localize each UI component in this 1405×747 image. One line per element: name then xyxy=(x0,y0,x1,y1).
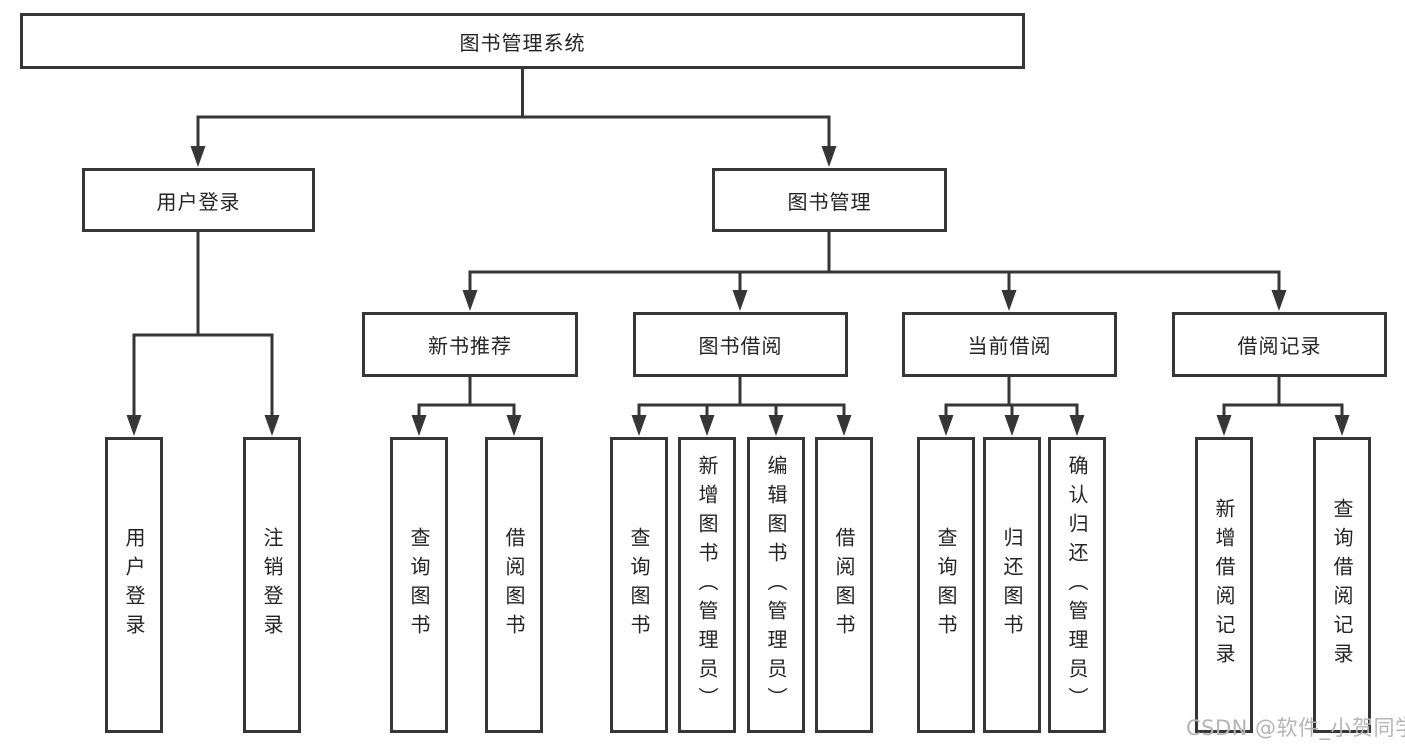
node-book-management: 图书管理 xyxy=(712,168,947,232)
leaf-nb-query-books: 查询图书 xyxy=(390,437,448,733)
node-user-login: 用户登录 xyxy=(82,168,315,232)
node-borrowing-records: 借阅记录 xyxy=(1172,312,1387,377)
leaf-label: 查询图书 xyxy=(407,527,431,643)
connector-paths xyxy=(132,69,1344,420)
arrowhead-icons xyxy=(126,146,1350,436)
leaf-nb-borrow-books: 借阅图书 xyxy=(485,437,543,733)
leaf-label: 借阅图书 xyxy=(502,527,526,643)
leaf-logout: 注销登录 xyxy=(243,437,301,733)
leaf-label: 用户登录 xyxy=(122,527,146,643)
leaf-label: 确认归还（管理员） xyxy=(1065,454,1089,716)
node-root: 图书管理系统 xyxy=(20,13,1025,69)
leaf-br-add-record: 新增借阅记录 xyxy=(1195,437,1253,733)
leaf-user-login: 用户登录 xyxy=(105,437,163,733)
leaf-label: 编辑图书（管理员） xyxy=(764,454,788,716)
leaf-label: 新增图书（管理员） xyxy=(695,454,719,716)
leaf-bb-query-books: 查询图书 xyxy=(610,437,668,733)
leaf-br-query-record: 查询借阅记录 xyxy=(1313,437,1371,733)
node-book-borrowing: 图书借阅 xyxy=(633,312,848,377)
leaf-label: 借阅图书 xyxy=(832,527,856,643)
leaf-label: 新增借阅记录 xyxy=(1212,498,1236,672)
leaf-label: 注销登录 xyxy=(260,527,284,643)
leaf-label: 查询图书 xyxy=(934,527,958,643)
leaf-cb-confirm-return: 确认归还（管理员） xyxy=(1048,437,1106,733)
node-new-book-recommendation: 新书推荐 xyxy=(362,312,578,377)
leaf-cb-query-books: 查询图书 xyxy=(917,437,975,733)
leaf-label: 查询借阅记录 xyxy=(1330,498,1354,672)
leaf-label: 归还图书 xyxy=(1000,527,1024,643)
leaf-cb-return-books: 归还图书 xyxy=(983,437,1041,733)
leaf-bb-add-books: 新增图书（管理员） xyxy=(678,437,736,733)
leaf-bb-borrow-books: 借阅图书 xyxy=(815,437,873,733)
node-current-borrowing: 当前借阅 xyxy=(902,312,1117,377)
watermark: CSDN @软件_小贺同学 xyxy=(1186,716,1405,740)
leaf-label: 查询图书 xyxy=(627,527,651,643)
leaf-bb-edit-books: 编辑图书（管理员） xyxy=(747,437,805,733)
